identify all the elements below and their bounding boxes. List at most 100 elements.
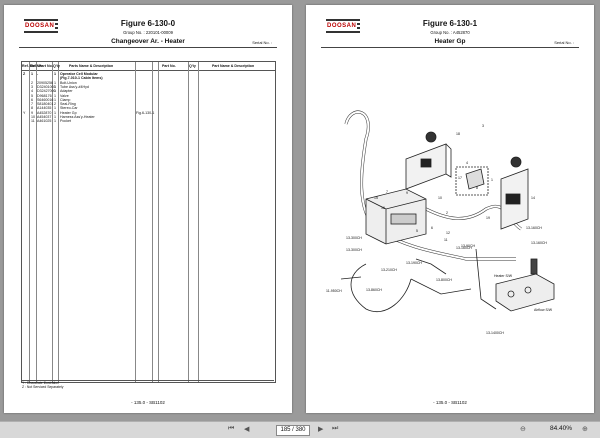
logo-text: DOOSAN (326, 23, 358, 29)
cell-ref-no: 7 (31, 102, 33, 107)
callout-label: 10 (438, 196, 442, 200)
cell-part-no: A452870 (37, 110, 52, 115)
cell-qty: 1 (54, 106, 56, 111)
next-page-icon[interactable]: ▶ (318, 426, 324, 433)
cell-part-no: S6460016 (37, 97, 54, 102)
cell-ref-no: 10 (31, 115, 35, 119)
cell-part-no: D32401003 (37, 84, 56, 89)
cell-description: Heater Gp (60, 110, 77, 115)
callout-label: 6 (431, 226, 433, 230)
cell-description: Valve (60, 93, 69, 98)
prev-page-icon[interactable]: ◀ (244, 426, 250, 433)
callout-label: 7 (386, 190, 388, 194)
callout-label: 4 (466, 161, 468, 165)
header-parts-name: Parts Name & Description (69, 64, 114, 68)
logo-text: DOOSAN (24, 23, 56, 29)
zoom-in-icon[interactable]: ⊕ (582, 426, 588, 433)
header-parts-name-2: Part Name & Description (212, 64, 255, 68)
cell-qty: 1 (54, 84, 56, 89)
parts-table: Ref. Std. Ref No. Part No. Q'ty Parts Na… (21, 61, 276, 383)
cell-part-no: A461025 (37, 119, 52, 124)
group-number: Group No. : A452870 (430, 30, 470, 35)
callout-label: 19 (486, 216, 490, 220)
cell-qty: 1 (54, 72, 56, 76)
callout-label: 3 (482, 124, 484, 128)
callout-label: Airflow S/W (534, 308, 553, 312)
page-subtitle: Heater Gp (434, 38, 466, 45)
cell-part-no: A144035 (37, 106, 52, 111)
header-ref-no: Ref No. (30, 64, 43, 68)
page-number-input[interactable]: 185 / 380 (276, 425, 310, 436)
cell-ref-no: 8 (31, 106, 33, 111)
cell-ref-no: 3 (31, 84, 33, 89)
callout-label: 13-210CH (381, 268, 397, 272)
first-page-icon[interactable]: ⏮ (228, 425, 235, 432)
left-page: DOOSAN Figure 6-130-0 Group No. : 220101… (4, 5, 292, 413)
cell-description: (Fig.7-010-1 Cabin Items) (60, 76, 103, 81)
cell-qty: 2 (54, 102, 56, 107)
figure-title: Figure 6-130-0 (120, 19, 176, 28)
cell-part-no: A454037 (37, 115, 52, 119)
cell-qty: 1 (54, 119, 56, 124)
cell-description: Clamp (60, 97, 71, 102)
right-page: DOOSAN Figure 6-130-1 Group No. : A45287… (306, 5, 594, 413)
cell-ref-no: 9 (31, 110, 33, 115)
callout-label: 2 (446, 211, 448, 215)
heater-diagram: 18 3 4 9 17 1 8 15 7 10 16 19 14 2 13-16… (326, 110, 555, 335)
cell-qty: 1 (54, 97, 56, 102)
callout-label: 11 (444, 238, 448, 242)
table-row: (Fig.7-010-1 Cabin Items) (22, 76, 275, 80)
cell-qty: 1 (54, 80, 56, 85)
notes-rule (21, 380, 274, 381)
doosan-logo: DOOSAN (326, 19, 360, 37)
cell-description: Harness Ass'y-Heater (60, 115, 95, 119)
cell-ref-std: Z (23, 72, 26, 76)
cell-part-no: - (37, 72, 39, 76)
callout-label: 18 (456, 132, 460, 136)
zoom-level: 84.40% (549, 425, 572, 432)
page-footer: - 135.0 - SB1102 (131, 400, 165, 405)
cell-description: Pocket (60, 119, 71, 124)
callout-label: 13-190CH (406, 261, 422, 265)
cell-description: Seal-Ring (60, 102, 76, 107)
last-page-icon[interactable]: ⏭ (332, 425, 339, 432)
cell-part-no: D32427000 (37, 89, 56, 94)
callout-label: 13-1400CH (486, 331, 504, 335)
note-line: Z : Not Serviced Separately (22, 385, 64, 389)
callout-label: 1 (491, 178, 493, 182)
zoom-out-icon[interactable]: ⊖ (520, 426, 526, 433)
header-part-no: Part No. (39, 64, 53, 68)
callout-label: Heater S/W (494, 274, 513, 278)
header-part-no-2: Part No. (162, 64, 176, 68)
cell-qty: 1 (54, 89, 56, 94)
callout-label: 9 (406, 191, 408, 195)
callout-label: 13-90CH (461, 244, 475, 248)
callout-label: 11-950CH (326, 289, 342, 293)
cell-qty: 1 (54, 93, 56, 98)
header-qty-2: Q'ty (189, 64, 196, 68)
cell-qty: 1 (54, 115, 56, 119)
page-footer: - 135.0 - SB1102 (433, 400, 467, 405)
callout-label: 13-860CH (366, 288, 382, 292)
header-rule (321, 47, 579, 48)
callout-label: 13-160CH (456, 246, 472, 250)
callout-label: 13-300CH (346, 236, 362, 240)
callout-label: 13-160CH (531, 241, 547, 245)
cell-ref-no: 1 (31, 72, 33, 76)
cell-part-no: S8180401 (37, 102, 54, 107)
serial-number: Serial No. : (554, 40, 574, 45)
cell-description: Operator Cell Modular (60, 72, 98, 76)
doosan-logo: DOOSAN (24, 19, 58, 37)
page-subtitle: Changeover Ar. - Heater (111, 38, 185, 45)
header-qty: Q'ty (53, 64, 60, 68)
cell-part-no: D968176 (37, 93, 52, 98)
header-rule (19, 47, 277, 48)
callout-label: 17 (458, 176, 462, 180)
notes: Y : Dissociate Illustration Z : Not Serv… (22, 381, 63, 389)
group-number: Group No. : 220101-00009 (123, 30, 173, 35)
